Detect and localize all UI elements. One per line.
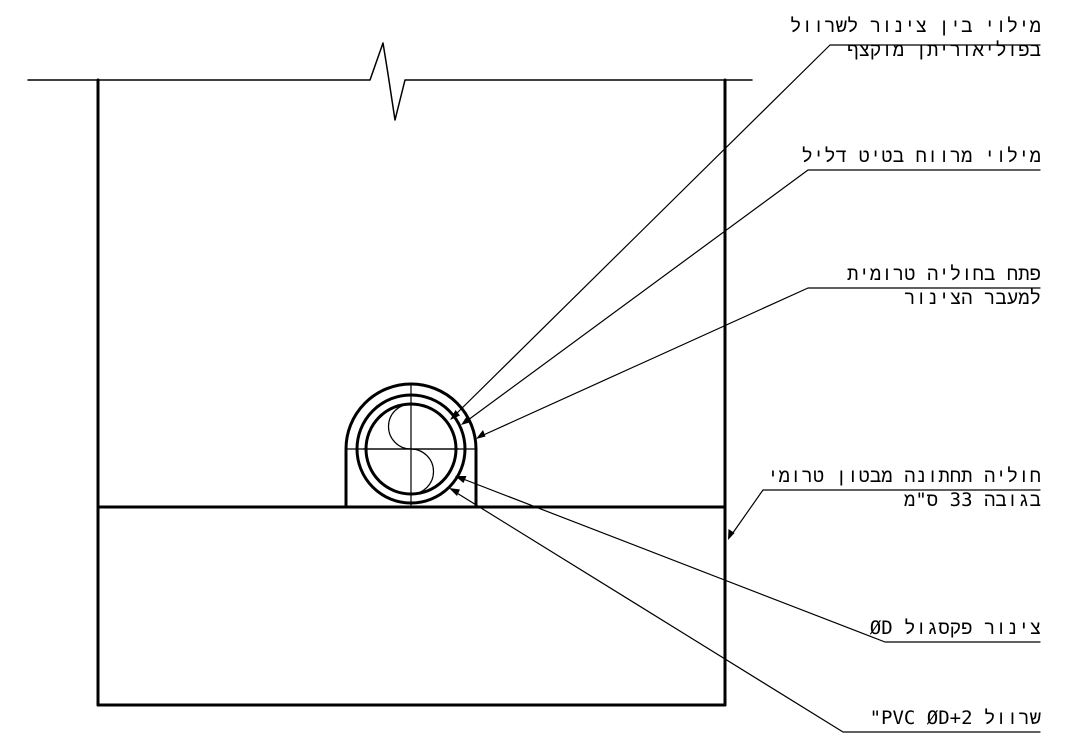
label-flexgol-pipe: צינור פקסגול ØD bbox=[870, 616, 1041, 640]
label-bottom-ring: חוליה תחתונה מבטון טרומי בגובה 33 ס"מ bbox=[767, 464, 1041, 512]
leader-opening bbox=[478, 287, 1041, 438]
leader-pvc-sleeve bbox=[451, 489, 1041, 733]
label-flexgol-line1: צינור פקסגול ØD bbox=[869, 617, 1041, 639]
label-pvc-sleeve: שרוול PVC ØD+2" bbox=[870, 706, 1041, 730]
arrow-bottom-ring bbox=[728, 529, 735, 540]
arrow-pvc-sleeve bbox=[449, 488, 460, 496]
arrow-flexgol-pipe bbox=[455, 476, 467, 483]
arrow-opening bbox=[476, 430, 486, 439]
leader-filler bbox=[452, 44, 1041, 418]
label-lean-fill-line1: מילוי מרווח בטיט דליל bbox=[801, 145, 1041, 167]
label-filler-line2: בפוליאוריתן מוקצף bbox=[847, 39, 1041, 61]
arrow-filler bbox=[450, 410, 460, 420]
label-bottom-ring-line2: בגובה 33 ס"מ bbox=[903, 489, 1041, 511]
leader-flexgol-pipe bbox=[457, 476, 1041, 643]
label-lean-concrete-fill: מילוי מרווח בטיט דליל bbox=[801, 144, 1041, 168]
label-filler-line1: מילוי בין צינור לשרוול bbox=[790, 15, 1041, 37]
label-opening-line1: פתח בחוליה טרומית bbox=[847, 263, 1041, 285]
leader-lean-fill bbox=[463, 169, 1041, 424]
arrow-lean-fill bbox=[461, 416, 470, 425]
label-filler-between-pipe-sleeve: מילוי בין צינור לשרוול בפוליאוריתן מוקצף bbox=[790, 14, 1041, 62]
ground-line-with-break bbox=[27, 42, 753, 121]
leader-bottom-ring bbox=[729, 489, 1041, 538]
label-pvc-line1: שרוול PVC ØD+2" bbox=[869, 707, 1041, 729]
pipe-section-symbol bbox=[387, 403, 435, 495]
label-precast-opening: פתח בחוליה טרומית למעבר הצינור bbox=[847, 262, 1041, 310]
label-bottom-ring-line1: חוליה תחתונה מבטון טרומי bbox=[767, 465, 1041, 487]
label-opening-line2: למעבר הצינור bbox=[904, 287, 1041, 309]
